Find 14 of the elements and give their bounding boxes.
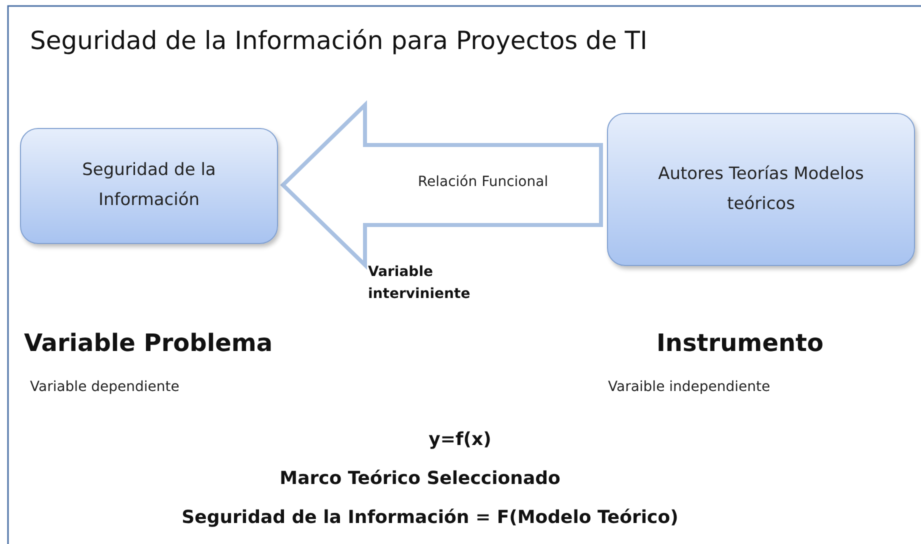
formula-text: Marco Teórico Seleccionado (278, 468, 562, 489)
formula-text: y=f(x) (428, 429, 492, 450)
variable-heading: Instrumento (655, 329, 825, 357)
variable-subtext: Variable dependiente (30, 379, 180, 395)
variable-heading: Variable Problema (24, 329, 273, 357)
node-text: Seguridad de la Información (81, 159, 217, 212)
diagram-title: Seguridad de la Información para Proyectos de TI (30, 26, 648, 55)
rounded-box (20, 128, 278, 244)
node-text: Autores Teorías Modelos teóricos (657, 162, 865, 216)
rounded-box (607, 113, 915, 266)
variable-subtext: Varaible independiente (608, 379, 770, 395)
annotation-text: Variable interviniente (368, 263, 472, 304)
formula-text: Seguridad de la Información = F(Modelo Teórico) (180, 507, 680, 528)
block-arrow (280, 100, 603, 270)
